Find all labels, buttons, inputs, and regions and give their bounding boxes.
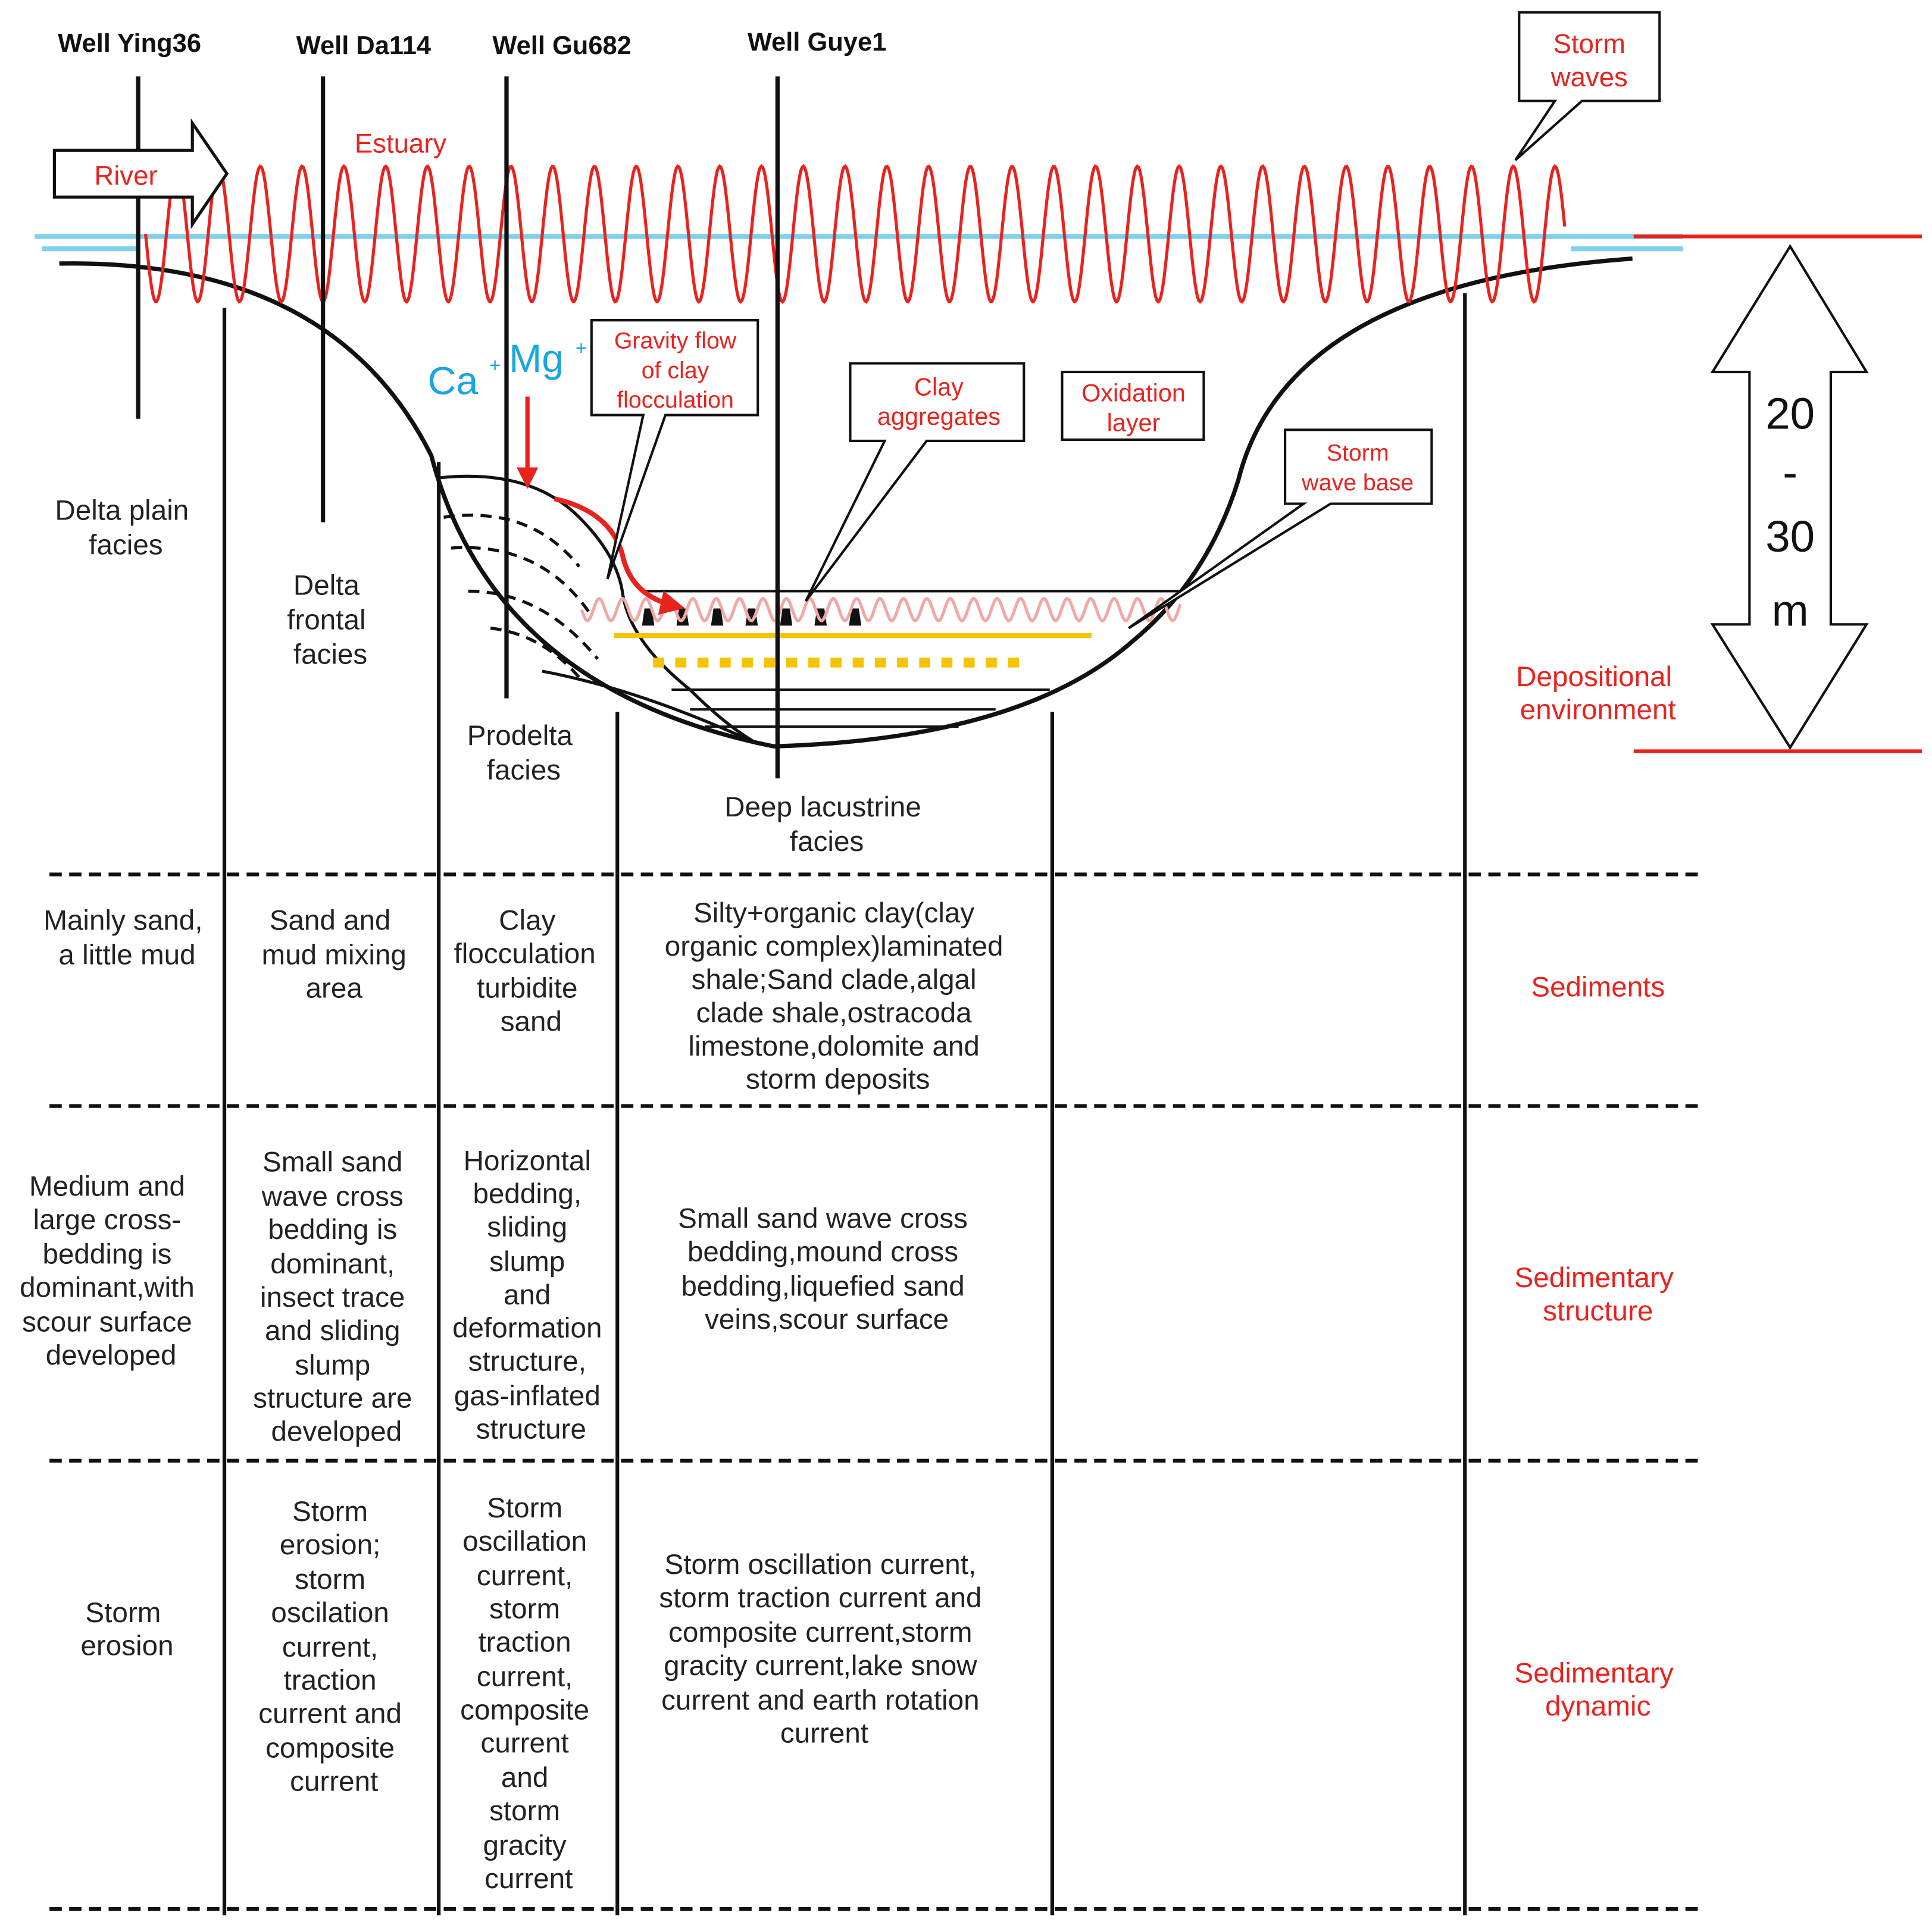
depth-scale: 20 - 30 m [1633, 234, 1922, 753]
storm-wave [143, 164, 1567, 304]
structure-cell-delta-plain: Medium and large cross- bedding is domin… [20, 1171, 202, 1372]
well-label-ying36: Well Ying36 [58, 29, 201, 58]
well-label-guye1: Well Guye1 [748, 28, 886, 57]
well-label-da114: Well Da114 [296, 32, 431, 60]
column-dividers [222, 293, 1467, 1915]
sediments-cell-delta-plain: Mainly sand, a little mud [43, 905, 210, 971]
oxidation-layer-callout: Oxidation layer [1061, 370, 1205, 441]
svg-text:waves: waves [1550, 62, 1628, 92]
water-surface [35, 234, 1683, 252]
svg-text:Storm: Storm [1327, 440, 1389, 466]
sedimentary-structure-row: Medium and large cross- bedding is domin… [20, 1145, 976, 1447]
well-lines [136, 76, 780, 779]
row-labels: Depositional environment Sediments Sedim… [1515, 661, 1681, 1722]
clay-aggregates-callout: Clay aggregates [805, 362, 1026, 602]
dynamic-cell-prodelta: Storm oscillation current, storm tractio… [460, 1492, 597, 1895]
storm-waves-callout: Storm waves [1514, 11, 1661, 161]
depositional-environment-label: Depositional environment [1516, 661, 1680, 726]
svg-text:20: 20 [1765, 389, 1815, 438]
sediments-cell-prodelta: Clay flocculation turbidite sand [454, 905, 604, 1038]
structure-cell-prodelta: Horizontal bedding, sliding slump and de… [452, 1145, 610, 1445]
svg-text:of clay: of clay [642, 357, 709, 383]
svg-text:layer: layer [1107, 409, 1161, 436]
svg-text:30: 30 [1765, 512, 1815, 561]
estuary-label: Estuary [355, 129, 447, 159]
sediments-cell-deep-lacustrine: Silty+organic clay(clay organic complex)… [665, 897, 1011, 1095]
svg-text:Clay: Clay [914, 373, 964, 400]
lake-basin-profile [59, 256, 1633, 749]
svg-text:Storm: Storm [1553, 29, 1625, 59]
svg-text:Gravity flow: Gravity flow [614, 328, 737, 354]
sediments-cell-delta-frontal: Sand and mud mixing [262, 905, 407, 971]
delta-plain-facies: Delta plain facies [55, 494, 196, 561]
svg-text:m: m [1772, 586, 1809, 635]
dynamic-cell-delta-plain: Storm erosion [80, 1597, 173, 1662]
svg-text:+: + [576, 337, 587, 359]
structure-cell-deep-lacustrine: Small sand wave cross bedding,mound cros… [678, 1203, 976, 1336]
sediments-label: Sediments [1531, 971, 1665, 1003]
ca-ion-label: Ca [428, 359, 479, 403]
storm-wave-base-wave [580, 597, 1182, 623]
river-label: River [94, 160, 157, 190]
mg-ion-label: Mg [509, 337, 564, 381]
gravity-flow-arrow [554, 496, 685, 615]
dynamic-cell-delta-frontal: Storm erosion; storm oscilation current,… [258, 1496, 409, 1797]
gravity-flow-callout: Gravity flow of clay flocculation [590, 319, 759, 580]
ion-labels: Ca + Mg + [428, 337, 587, 403]
svg-text:+: + [489, 355, 501, 377]
svg-text:wave base: wave base [1301, 469, 1414, 496]
sediments-row: Mainly sand, a little mud Sand and mud m… [43, 897, 1011, 1095]
deep-lacustrine-facies: Deep lacustrine facies [724, 791, 929, 857]
well-label-gu682: Well Gu682 [492, 32, 631, 60]
prodelta-facies: Prodelta facies [467, 720, 581, 786]
svg-text:aggregates: aggregates [877, 403, 1001, 430]
svg-text:Oxidation: Oxidation [1081, 380, 1186, 407]
dynamic-cell-deep-lacustrine: Storm oscillation current, storm tractio… [659, 1549, 989, 1749]
svg-text:flocculation: flocculation [617, 387, 734, 413]
svg-text:area: area [306, 972, 363, 1004]
river-arrow: River [52, 118, 229, 230]
structure-cell-delta-frontal: Small sand wave cross bedding is dominan… [253, 1146, 420, 1447]
svg-text:-: - [1783, 448, 1797, 497]
lamination-lines [640, 590, 1190, 728]
storm-wave-base-callout: Storm wave base [1128, 428, 1433, 630]
delta-frontal-facies: Delta frontal facies [287, 570, 374, 671]
sedimentary-dynamic-row: Storm erosion Storm erosion; storm oscil… [80, 1492, 989, 1895]
sedimentary-structure-label: Sedimentary structure [1515, 1262, 1681, 1327]
facies-labels: Delta plain facies Delta frontal facies … [55, 494, 929, 857]
sedimentary-dynamic-label: Sedimentary dynamic [1515, 1657, 1681, 1722]
